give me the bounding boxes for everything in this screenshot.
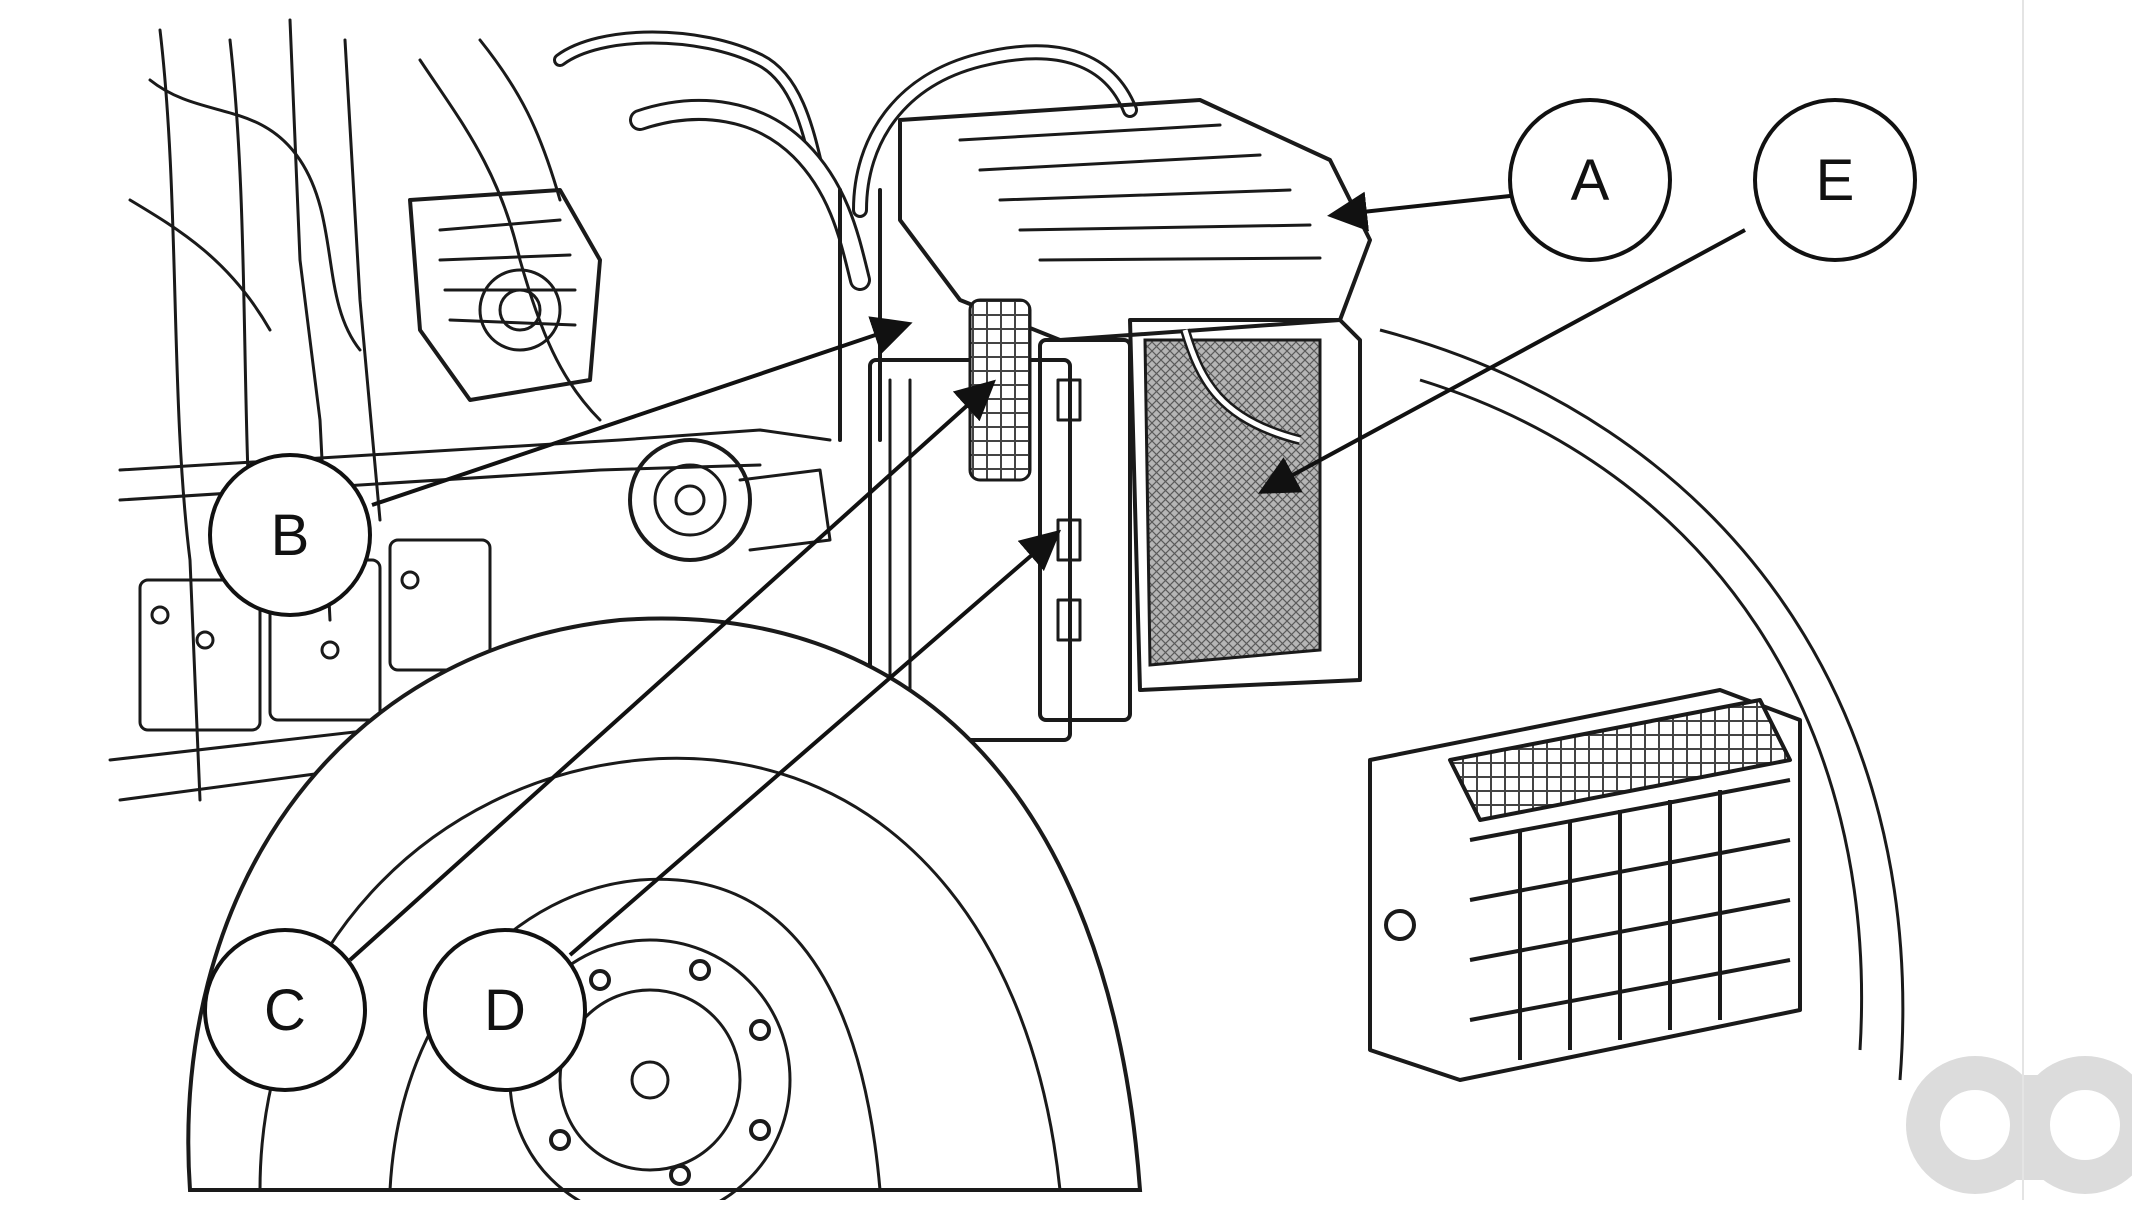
leader-arrow-c <box>348 379 996 962</box>
leader-arrow-e <box>1257 228 1746 494</box>
leader-arrow-a <box>1327 191 1511 232</box>
callout-a: A <box>1508 98 1672 262</box>
front-weights <box>1368 688 1802 1082</box>
front-tire <box>1379 328 1905 1081</box>
callout-b-label: B <box>271 503 310 568</box>
callout-e: E <box>1753 98 1917 262</box>
callout-a-label: A <box>1571 148 1610 213</box>
leader-arrow-b <box>371 316 913 507</box>
radiator-core <box>1143 338 1322 667</box>
callout-c: C <box>203 928 367 1092</box>
rear-wheel <box>186 616 1143 1205</box>
callout-d: D <box>423 928 587 1092</box>
leader-lines <box>348 191 1746 962</box>
callout-d-label: D <box>484 978 526 1043</box>
callout-c-label: C <box>264 978 306 1043</box>
callout-e-label: E <box>1816 148 1855 213</box>
leader-arrow-d <box>568 529 1062 957</box>
ao-logo-icon <box>1906 1056 2132 1194</box>
right-edge-divider <box>2022 0 2024 1200</box>
callout-b: B <box>208 453 372 617</box>
